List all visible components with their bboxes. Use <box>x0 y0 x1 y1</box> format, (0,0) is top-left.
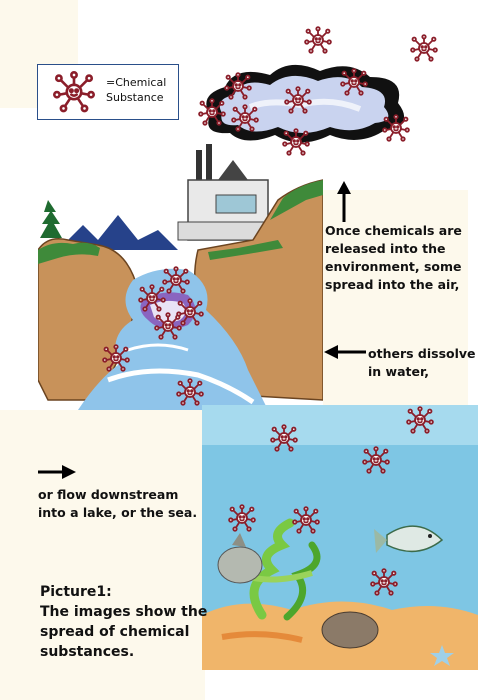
legend-label-line2: Substance <box>106 91 164 104</box>
background-panel-right <box>318 190 468 405</box>
picture-label: Picture1: <box>40 584 112 600</box>
factory-river-illustration <box>38 144 323 410</box>
caption-water: others dissolve in water, <box>368 346 476 379</box>
picture-description: The images show the spread of chemical s… <box>40 604 208 660</box>
picture-caption: Picture1: The images show the spread of … <box>40 582 210 662</box>
arrow-left-icon <box>324 345 366 359</box>
chemical-particle <box>304 26 332 54</box>
legend: =Chemical Substance <box>37 64 179 120</box>
legend-label-line1: =Chemical <box>106 76 167 89</box>
sea-illustration <box>202 405 478 670</box>
arrow-right-icon <box>38 465 76 479</box>
legend-label: =Chemical Substance <box>106 75 166 105</box>
chemical-substance-icon <box>53 71 95 113</box>
background-panel-bottom-left <box>0 410 205 700</box>
caption-air: Once chemicals are released into the env… <box>325 223 462 292</box>
caption-downstream: or flow downstream into a lake, or the s… <box>38 487 198 520</box>
arrow-up-icon <box>337 181 351 222</box>
cloud-illustration <box>206 64 405 143</box>
